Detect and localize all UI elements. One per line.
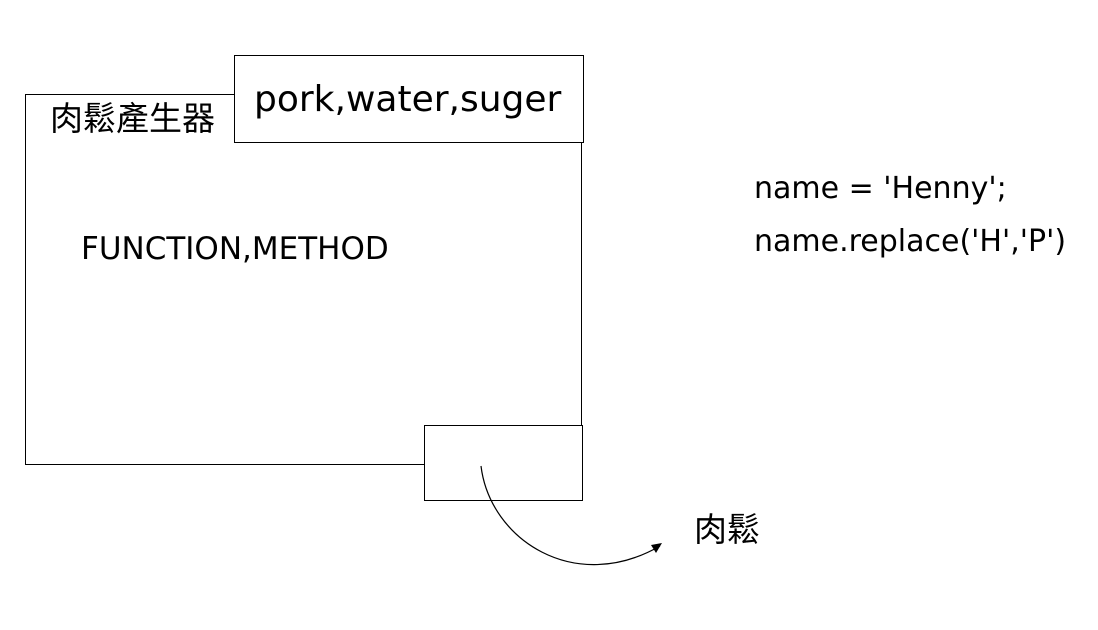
code-line-1: name = 'Henny'; <box>754 171 1007 206</box>
output-label: 肉鬆 <box>694 510 760 549</box>
machine-function-label: FUNCTION,METHOD <box>81 231 389 267</box>
output-box <box>424 425 583 501</box>
output-arrow-head <box>651 543 662 553</box>
machine-box <box>25 94 582 465</box>
code-line-2: name.replace('H','P') <box>754 224 1067 259</box>
input-ingredients: pork,water,suger <box>254 79 562 120</box>
machine-title: 肉鬆產生器 <box>50 99 215 138</box>
input-box <box>234 55 584 143</box>
